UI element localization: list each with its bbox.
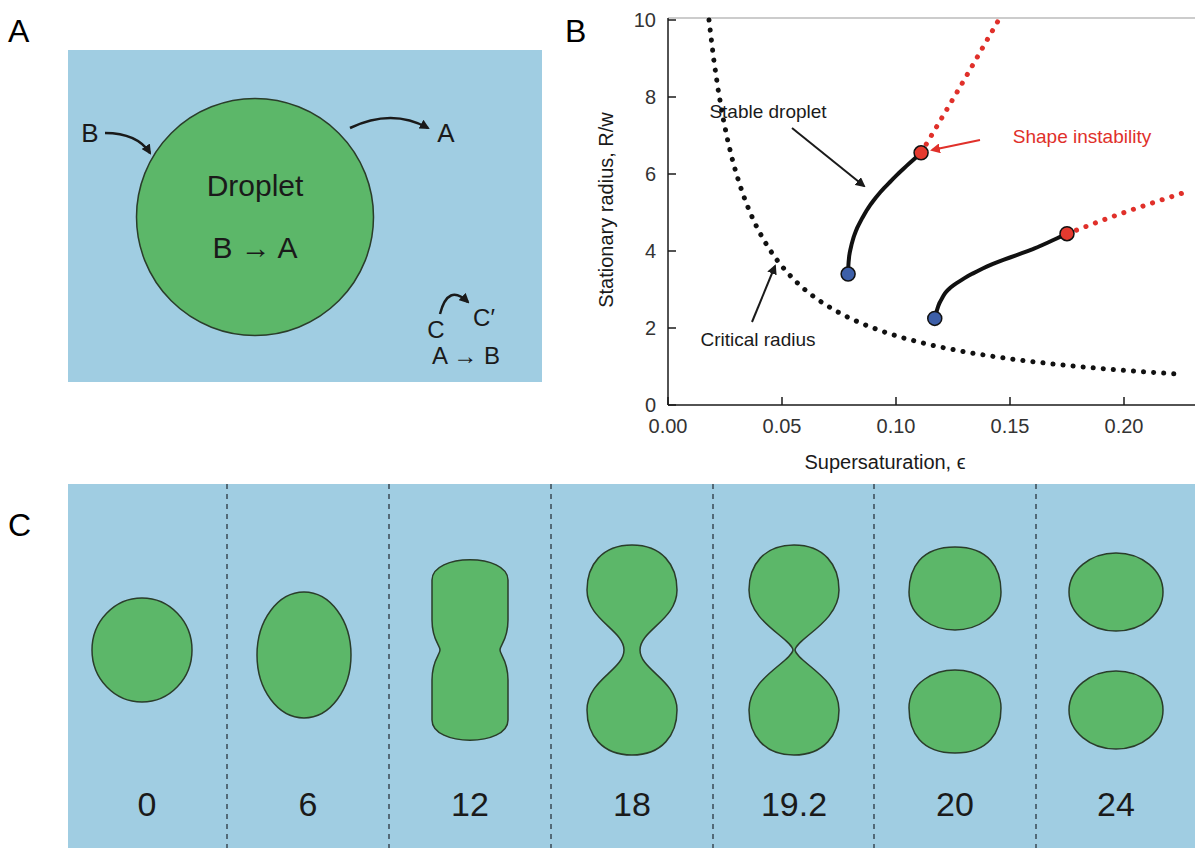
- dividers: [227, 484, 1036, 848]
- panel-letter: A: [8, 14, 29, 49]
- x-tick: [895, 397, 897, 405]
- tick-label: 0.20: [1105, 415, 1144, 437]
- divider: [1035, 484, 1037, 848]
- fuel-arrow: [440, 295, 468, 314]
- time-label: 12: [451, 786, 489, 823]
- droplet-text-area: Droplet B → A: [135, 97, 375, 337]
- tick-label: 6: [645, 163, 656, 185]
- reaction-label: B → A: [212, 231, 297, 265]
- instability-point: [1060, 227, 1074, 241]
- droplet-shape: [587, 545, 677, 755]
- panel-letter: C: [8, 508, 31, 543]
- bifurcation-point: [928, 311, 942, 325]
- leader-arrow: [792, 128, 864, 186]
- time-label: 0: [138, 786, 157, 823]
- reaction-label: A → B: [432, 343, 500, 369]
- droplet-shape: [909, 670, 1001, 753]
- y-tick: [668, 327, 676, 329]
- droplet-shape: [257, 592, 351, 718]
- x-axis: [668, 404, 1195, 406]
- annotation: Shape instability: [1013, 127, 1151, 148]
- tick-label: 0.10: [877, 415, 916, 437]
- droplet-shape: [749, 545, 839, 755]
- tick-label: 8: [645, 86, 656, 108]
- divider: [873, 484, 875, 848]
- y-tick: [668, 250, 676, 252]
- droplet-shape: [92, 598, 192, 702]
- divider: [226, 484, 228, 848]
- droplet-sequence: [92, 545, 1163, 755]
- critical-radius-curve: [709, 20, 1183, 374]
- y-tick: [668, 173, 676, 175]
- droplet-title: Droplet: [207, 169, 304, 203]
- time-label: 19.2: [761, 786, 827, 823]
- bifurcation-point: [841, 267, 855, 281]
- panel-background: [68, 484, 1195, 848]
- tick-label: 10: [634, 9, 656, 31]
- stable-branch: [935, 234, 1067, 319]
- divider: [712, 484, 714, 848]
- tick-label: 4: [645, 240, 656, 262]
- plot-curves: [668, 20, 1188, 405]
- efflux-arrow: [350, 118, 428, 128]
- species-label: A: [437, 119, 454, 148]
- droplet-shape: [432, 560, 508, 741]
- time-label: 6: [299, 786, 318, 823]
- x-tick: [1123, 397, 1125, 405]
- instability-point: [914, 146, 928, 160]
- panel-letter: B: [565, 14, 586, 49]
- time-label: 24: [1097, 786, 1135, 823]
- unstable-branch: [921, 20, 999, 153]
- time-label: 18: [613, 786, 651, 823]
- species-label: C′: [473, 305, 495, 331]
- y-axis: [667, 18, 669, 405]
- tick-label: 0.05: [763, 415, 802, 437]
- species-label: B: [81, 119, 98, 148]
- y-tick: [668, 19, 676, 21]
- annotation: Stable droplet: [709, 102, 826, 123]
- axis-title: Supersaturation, ϵ: [804, 451, 965, 473]
- panel-background: [68, 50, 542, 382]
- divider: [388, 484, 390, 848]
- tick-label: 2: [645, 317, 656, 339]
- annotation: Critical radius: [700, 330, 815, 351]
- influx-arrow: [105, 133, 150, 153]
- x-tick: [1009, 397, 1011, 405]
- unstable-branch: [1067, 191, 1188, 233]
- tick-label: 0.00: [649, 415, 688, 437]
- axis-title: Stationary radius, R/w: [595, 112, 617, 308]
- y-tick: [668, 404, 676, 406]
- leader-arrow: [752, 266, 775, 322]
- tick-label: 0.15: [991, 415, 1030, 437]
- droplet-outline: [135, 97, 375, 337]
- droplet-shape: [909, 547, 1001, 630]
- plot-frame: [668, 17, 1195, 19]
- leader-arrow: [932, 140, 980, 150]
- droplet-fill: [137, 99, 374, 336]
- x-tick: [781, 397, 783, 405]
- y-tick: [668, 96, 676, 98]
- x-tick: [667, 397, 669, 405]
- droplet-circle: Droplet B → A: [135, 97, 375, 337]
- tick-label: 0: [645, 394, 656, 416]
- divider: [550, 484, 552, 848]
- droplet-shape: [1069, 671, 1163, 749]
- droplet-shape: [1069, 553, 1163, 631]
- species-label: C: [427, 317, 444, 343]
- stable-branch: [848, 153, 921, 274]
- time-label: 20: [936, 786, 974, 823]
